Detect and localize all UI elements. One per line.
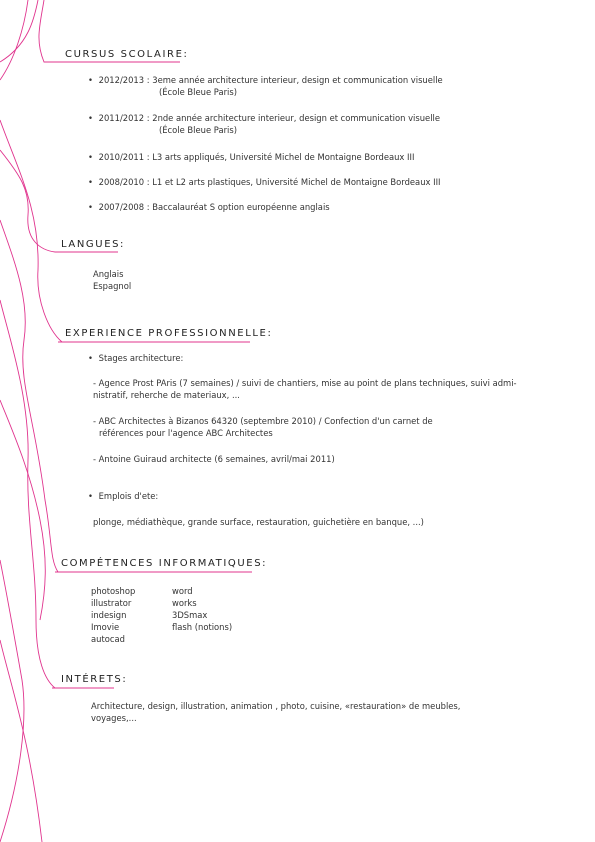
section-title-interets: INTÉRETS: — [61, 674, 128, 685]
list-item: 2007/2008 : Baccalauréat S option europé… — [88, 201, 330, 213]
curve-3 — [38, 0, 64, 63]
experience-emplois-label: Emplois d'ete: — [88, 490, 159, 502]
cursus-years: 2011/2012 : — [98, 113, 150, 123]
interests-text-cont: voyages,... — [91, 713, 137, 723]
section-title-cursus: CURSUS SCOLAIRE: — [65, 49, 189, 60]
curve-6 — [0, 219, 59, 573]
software-item: indesign — [91, 610, 127, 620]
cursus-text: L1 et L2 arts plastiques, Université Mic… — [152, 177, 441, 187]
curve-9 — [0, 559, 25, 842]
stage-item: - Antoine Guiraud architecte (6 semaines… — [93, 454, 335, 464]
software-item: word — [172, 586, 193, 596]
list-item: 2012/2013 : 3eme année architecture inte… — [88, 74, 443, 86]
software-item: 3DSmax — [172, 610, 208, 620]
cursus-years: 2010/2011 : — [98, 152, 150, 162]
section-title-experience: EXPERIENCE PROFESSIONNELLE: — [65, 328, 273, 339]
interests-text: Architecture, design, illustration, anim… — [91, 701, 461, 711]
section-title-competences: COMPÉTENCES INFORMATIQUES: — [61, 558, 268, 569]
stage-item-cont: nistratif, reherche de materiaux, ... — [93, 390, 240, 400]
experience-stages-label: Stages architecture: — [88, 352, 184, 364]
emplois-text: plonge, médiathèque, grande surface, res… — [93, 517, 424, 527]
stage-item: - ABC Architectes à Bizanos 64320 (septe… — [93, 416, 433, 426]
curve-2 — [0, 0, 29, 81]
curve-8 — [0, 399, 46, 621]
cursus-years: 2012/2013 : — [98, 75, 150, 85]
curve-4 — [0, 149, 56, 253]
curve-1 — [0, 0, 39, 63]
cursus-text-cont: (École Bleue Paris) — [159, 87, 237, 97]
cursus-text-cont: (École Bleue Paris) — [159, 125, 237, 135]
curve-7 — [0, 299, 56, 689]
curve-10 — [0, 639, 43, 842]
stage-item: - Agence Prost PAris (7 semaines) / suiv… — [93, 378, 517, 388]
language-item: Espagnol — [93, 281, 132, 291]
software-item: autocad — [91, 634, 125, 644]
software-item: photoshop — [91, 586, 136, 596]
list-item: 2010/2011 : L3 arts appliqués, Universit… — [88, 151, 415, 163]
software-item: Imovie — [91, 622, 120, 632]
cursus-text: Baccalauréat S option européenne anglais — [152, 202, 330, 212]
cursus-text: L3 arts appliqués, Université Michel de … — [152, 152, 415, 162]
list-item: 2011/2012 : 2nde année architecture inte… — [88, 112, 440, 124]
list-item: 2008/2010 : L1 et L2 arts plastiques, Un… — [88, 176, 441, 188]
stage-item-cont: références pour l'agence ABC Architectes — [99, 428, 273, 438]
cursus-years: 2007/2008 : — [98, 202, 150, 212]
cursus-text: 3eme année architecture interieur, desig… — [152, 75, 443, 85]
language-item: Anglais — [93, 269, 124, 279]
section-title-langues: LANGUES: — [61, 239, 126, 250]
software-item: works — [172, 598, 197, 608]
cursus-text: 2nde année architecture interieur, desig… — [152, 113, 441, 123]
curve-5 — [0, 119, 63, 343]
software-item: illustrator — [91, 598, 132, 608]
cursus-years: 2008/2010 : — [98, 177, 150, 187]
software-item: flash (notions) — [172, 622, 233, 632]
